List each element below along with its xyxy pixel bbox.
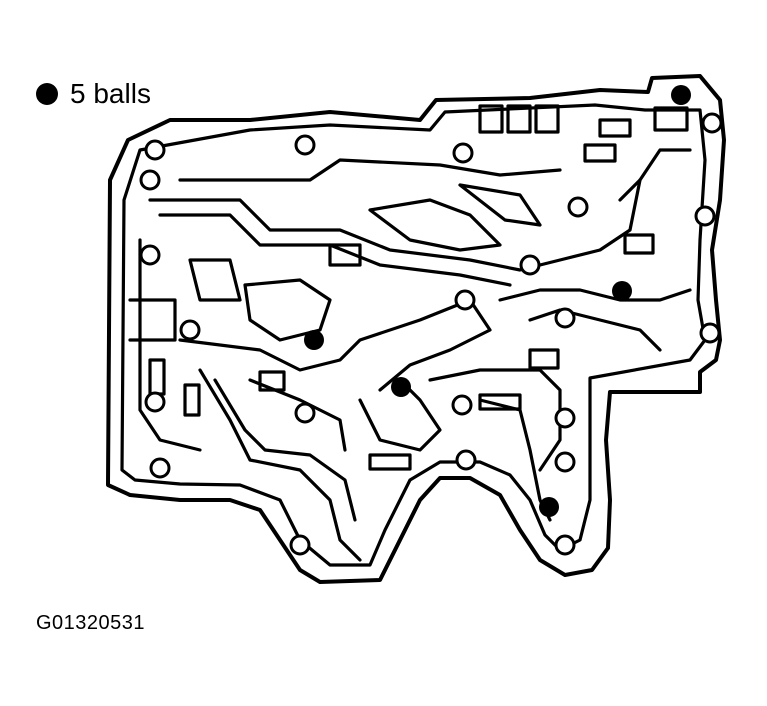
channel xyxy=(368,198,502,252)
bolt-hole xyxy=(149,457,171,479)
bolt-hole xyxy=(455,449,477,471)
port xyxy=(478,393,522,411)
port xyxy=(598,118,632,138)
bolt-hole xyxy=(519,254,541,276)
channel xyxy=(138,238,202,452)
port xyxy=(148,358,166,396)
bolt-hole xyxy=(554,407,576,429)
channel xyxy=(243,278,332,342)
channel xyxy=(358,378,442,452)
port xyxy=(583,143,617,163)
port xyxy=(183,383,201,417)
channel xyxy=(498,288,692,302)
bolt-hole xyxy=(294,134,316,156)
bolt-hole xyxy=(452,142,474,164)
port xyxy=(653,106,689,132)
bolt-hole xyxy=(701,112,723,134)
port xyxy=(534,104,560,134)
bolt-hole xyxy=(699,322,721,344)
port xyxy=(258,370,286,392)
port xyxy=(328,243,362,267)
channel xyxy=(478,398,552,522)
channel xyxy=(528,308,662,352)
channel xyxy=(618,148,692,202)
plate-outline xyxy=(106,74,726,584)
check-ball xyxy=(612,281,632,301)
legend: 5 balls xyxy=(36,80,151,108)
bolt-hole xyxy=(567,196,589,218)
bolt-hole xyxy=(179,319,201,341)
bolt-hole xyxy=(454,289,476,311)
check-ball xyxy=(671,85,691,105)
ball-marker-icon xyxy=(36,83,58,105)
check-ball xyxy=(391,377,411,397)
check-ball xyxy=(304,330,324,350)
bolt-hole xyxy=(554,307,576,329)
port xyxy=(528,348,560,370)
channel xyxy=(428,368,562,472)
bolt-hole xyxy=(694,205,716,227)
bolt-hole xyxy=(294,402,316,424)
bolt-hole xyxy=(451,394,473,416)
channel xyxy=(188,258,242,302)
channel xyxy=(148,178,642,272)
port xyxy=(368,453,412,471)
channel xyxy=(178,158,562,182)
plate-inner-outline xyxy=(120,103,707,567)
port xyxy=(506,104,532,134)
check-ball xyxy=(539,497,559,517)
bolt-hole xyxy=(144,139,166,161)
bolt-hole xyxy=(144,391,166,413)
bolt-hole xyxy=(554,534,576,556)
bolt-hole xyxy=(554,451,576,473)
channel xyxy=(213,378,357,522)
channel xyxy=(128,298,177,342)
bolt-hole xyxy=(289,534,311,556)
channel xyxy=(178,298,492,392)
bolt-hole xyxy=(139,169,161,191)
bolt-hole xyxy=(139,244,161,266)
port xyxy=(623,233,655,255)
channel xyxy=(458,183,542,227)
channel xyxy=(198,368,362,562)
port xyxy=(478,104,504,134)
figure-id: G01320531 xyxy=(36,612,146,634)
legend-label: 5 balls xyxy=(70,78,151,109)
